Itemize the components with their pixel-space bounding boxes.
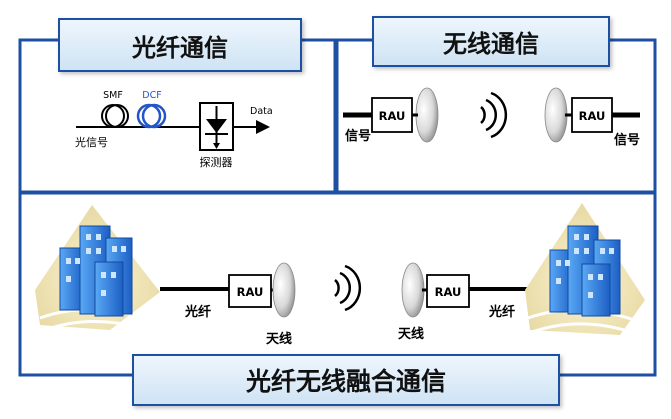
antenna-label-left: 天线 <box>266 331 292 347</box>
photodetector-icon <box>199 102 234 151</box>
rof-wireless-waves-icon <box>334 264 362 312</box>
fiber-label-left: 光纤 <box>184 304 211 320</box>
city-buildings-icon-left <box>35 205 160 334</box>
smf-coil-icon <box>101 104 129 128</box>
wireless-waves-icon <box>480 91 508 139</box>
dish-antenna-icon-wireless-right <box>544 87 568 143</box>
rau-box-rof-right <box>426 274 470 308</box>
dcf-coil-icon <box>136 103 167 129</box>
city-buildings-icon-right <box>525 203 645 338</box>
rau-box-right <box>571 97 613 133</box>
dish-antenna-icon-wireless-left <box>415 87 439 143</box>
detector-label: 探测器 <box>200 156 233 169</box>
signal-label-left: 信号 <box>345 128 371 144</box>
optical-input-label: 光信号 <box>75 135 108 149</box>
rof-communication-title: 光纤无线融合通信 <box>132 354 560 406</box>
antenna-label-right: 天线 <box>398 326 424 342</box>
rau-label-rof-right: RAU <box>435 285 462 299</box>
data-output-arrow-icon <box>256 120 270 134</box>
wireless-communication-title: 无线通信 <box>372 16 610 67</box>
rof-link-diagram: 光纤 RAU 天线 天线 RAU 光纤 <box>35 203 645 347</box>
rau-box-left <box>371 97 413 133</box>
data-output-label: Data <box>250 106 273 117</box>
dcf-label: DCF <box>142 90 161 101</box>
optical-communication-title: 光纤通信 <box>58 18 302 72</box>
optical-link-diagram: SMF DCF 光信号 探测器 Data <box>75 90 273 169</box>
dish-antenna-icon-rof-right <box>401 262 425 318</box>
dish-antenna-icon-rof-left <box>272 262 296 318</box>
rau-label-wireless-right: RAU <box>579 109 606 123</box>
signal-label-right: 信号 <box>614 132 640 148</box>
smf-label: SMF <box>103 90 123 101</box>
wireless-link-diagram: RAU 信号 RAU 信号 <box>343 87 640 148</box>
rau-box-rof-left <box>228 274 272 308</box>
fiber-label-right: 光纤 <box>488 304 515 320</box>
rau-label-rof-left: RAU <box>237 285 264 299</box>
rau-label-wireless-left: RAU <box>379 109 406 123</box>
